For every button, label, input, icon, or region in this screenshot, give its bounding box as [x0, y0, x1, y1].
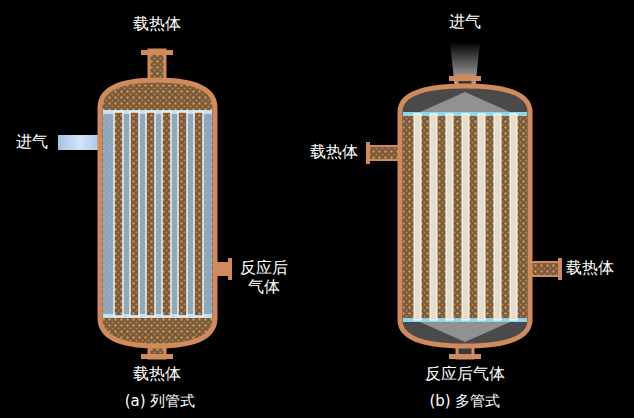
heat-carrier-label: 载热体 — [133, 364, 181, 383]
inlet-label: 进气 — [449, 12, 481, 31]
outlet-label: 反应后气体 — [425, 364, 505, 383]
heat-carrier-label: 载热体 — [566, 258, 614, 277]
outlet-label: 反应后气体 — [238, 258, 290, 296]
sub-caption: (b) 多管式 — [430, 392, 501, 410]
heat-carrier-label: 载热体 — [310, 142, 358, 161]
sub-caption: (a) 列管式 — [125, 392, 196, 410]
inlet-label: 进气 — [16, 132, 48, 151]
heat-carrier-label: 载热体 — [133, 14, 181, 33]
